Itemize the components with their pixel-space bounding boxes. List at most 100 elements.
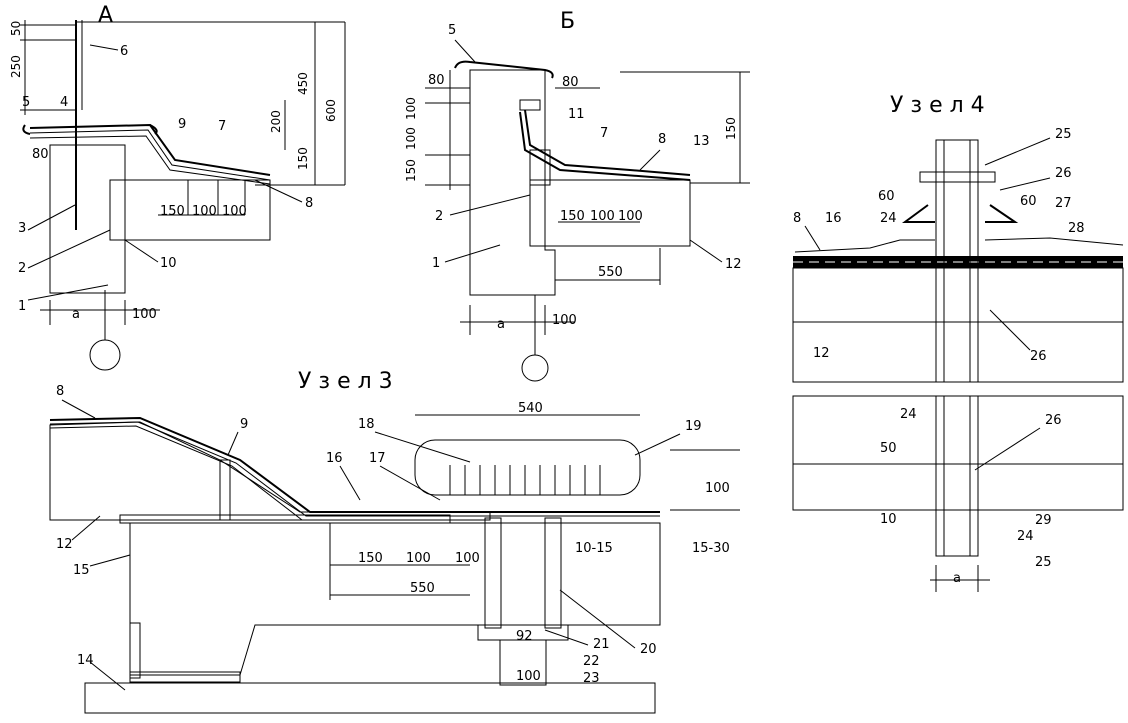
callout-b-1: 1 <box>432 256 440 271</box>
dim-u3-150: 150 <box>358 551 383 566</box>
dim-u4-a: a <box>953 571 961 586</box>
callout-u4-8: 8 <box>793 211 801 226</box>
dim-u4-10: 10 <box>880 512 897 527</box>
roofing-u3 <box>49 416 660 513</box>
callout-b-2: 2 <box>435 209 443 224</box>
drain-pipe <box>499 639 547 686</box>
callout-b-5: 5 <box>448 23 456 38</box>
dim-b-550: 550 <box>598 265 623 280</box>
callout-b-8: 8 <box>658 132 666 147</box>
callout-u4-26a: 26 <box>1055 166 1072 181</box>
callout-a-3: 3 <box>18 221 26 236</box>
dim-b-150r: 150 <box>724 117 738 140</box>
dim-u3-100c: 100 <box>455 551 480 566</box>
dim-a-200: 200 <box>269 110 283 133</box>
callout-u3-8: 8 <box>56 384 64 399</box>
callout-u3-23: 23 <box>583 671 600 686</box>
callout-b-12: 12 <box>725 257 742 272</box>
dim-a-a: a <box>72 307 80 322</box>
detail-a: А 50 250 450 200 <box>9 3 346 371</box>
dim-b-100c: 100 <box>590 209 615 224</box>
callout-u3-19: 19 <box>685 419 702 434</box>
callout-u3-17: 17 <box>369 451 386 466</box>
dim-b-80a: 80 <box>428 73 445 88</box>
dim-b-150v: 150 <box>404 159 418 182</box>
callout-a-2: 2 <box>18 261 26 276</box>
callout-a-5: 5 <box>22 95 30 110</box>
callout-u3-9: 9 <box>240 417 248 432</box>
roofing-layer <box>29 123 271 176</box>
dim-u3-100a: 100 <box>705 481 730 496</box>
dim-a-150: 150 <box>160 204 185 219</box>
detail-u4-title: У з е л 4 <box>890 93 985 118</box>
dim-a-50: 50 <box>9 21 23 36</box>
callout-a-8: 8 <box>305 196 313 211</box>
dim-u3-540: 540 <box>518 401 543 416</box>
dim-u4-50: 50 <box>880 441 897 456</box>
dim-b-100a: 100 <box>404 97 418 120</box>
callout-u4-29: 29 <box>1035 513 1052 528</box>
dim-u3-100d: 100 <box>516 669 541 684</box>
callout-a-7: 7 <box>218 119 226 134</box>
detail-a-title: А <box>98 3 113 28</box>
dim-u3-550: 550 <box>410 581 435 596</box>
dim-u3-92: 92 <box>516 629 533 644</box>
pipe-bottom <box>935 395 979 557</box>
slab-b <box>529 179 691 247</box>
dim-a-100a: 100 <box>192 204 217 219</box>
callout-u3-14: 14 <box>77 653 94 668</box>
callout-u3-21: 21 <box>593 637 610 652</box>
axis-marker <box>89 339 121 371</box>
dim-a-450: 450 <box>296 72 310 95</box>
dim-u4-60b: 60 <box>1020 194 1037 209</box>
callout-u4-12: 12 <box>813 346 830 361</box>
dim-u3-10-15: 10-15 <box>575 541 613 556</box>
callout-u4-26b: 26 <box>1030 349 1047 364</box>
callout-u4-25a: 25 <box>1055 127 1072 142</box>
callout-b-11: 11 <box>568 107 585 122</box>
dim-a-600: 600 <box>324 99 338 122</box>
callout-u4-25b: 25 <box>1035 555 1052 570</box>
dim-b-100e: 100 <box>552 313 577 328</box>
callout-u3-12: 12 <box>56 537 73 552</box>
detail-b: Б 80 80 100 100 150 150 150 100 100 550 <box>404 9 750 382</box>
dim-b-a: a <box>497 317 505 332</box>
callout-u4-28: 28 <box>1068 221 1085 236</box>
callout-u3-15: 15 <box>73 563 90 578</box>
dim-u3-100b: 100 <box>406 551 431 566</box>
callout-a-6: 6 <box>120 44 128 59</box>
detail-u4: У з е л 4 60 60 50 10 a 25 26 27 28 8 16… <box>792 93 1124 592</box>
dim-b-100d: 100 <box>618 209 643 224</box>
callout-u3-22: 22 <box>583 654 600 669</box>
dim-b-150: 150 <box>560 209 585 224</box>
detail-b-title: Б <box>560 9 575 34</box>
callout-u3-16: 16 <box>326 451 343 466</box>
drain-grate <box>414 439 641 496</box>
dim-u4-60a: 60 <box>878 189 895 204</box>
cap <box>454 60 554 79</box>
slope-insulation <box>49 421 491 521</box>
callout-a-1: 1 <box>18 299 26 314</box>
callout-b-13: 13 <box>693 134 710 149</box>
wall-block <box>49 144 126 294</box>
parapet <box>469 69 556 296</box>
dim-a-150v: 150 <box>296 147 310 170</box>
detail-u3-title: У з е л 3 <box>298 369 393 394</box>
dim-b-80b: 80 <box>562 75 579 90</box>
callout-u4-24a: 24 <box>880 211 897 226</box>
callout-u4-16: 16 <box>825 211 842 226</box>
callout-a-9: 9 <box>178 117 186 132</box>
dim-a-100c: 100 <box>132 307 157 322</box>
filler <box>109 179 126 241</box>
callout-u3-18: 18 <box>358 417 375 432</box>
detail-u3: У з е л 3 540 100 15 <box>49 369 740 714</box>
callout-a-4: 4 <box>60 95 68 110</box>
callout-u3-20: 20 <box>640 642 657 657</box>
callout-u4-27: 27 <box>1055 196 1072 211</box>
dim-a-100b: 100 <box>222 204 247 219</box>
callout-a-10: 10 <box>160 256 177 271</box>
dim-u3-15-30: 15-30 <box>692 541 730 556</box>
callout-b-7: 7 <box>600 126 608 141</box>
